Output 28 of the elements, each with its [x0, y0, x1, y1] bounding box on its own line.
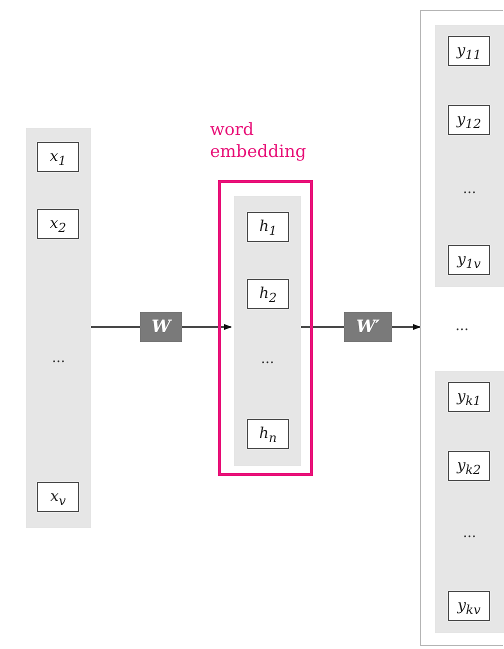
panel-background [26, 128, 91, 528]
weight-matrix-box: W′ [344, 312, 392, 342]
connector-line [91, 326, 140, 328]
vector-cell: x$_{v}$ [37, 482, 79, 512]
frame-heading: word embedding [210, 119, 308, 163]
panel-background [435, 25, 504, 287]
arrow [182, 324, 232, 330]
ellipsis: ... [462, 181, 478, 197]
vector-cell: h$_{n}$ [247, 419, 289, 449]
vector-cell: h$_{2}$ [247, 279, 289, 309]
vector-cell: x$_{1}$ [37, 142, 79, 172]
output-frame [420, 10, 503, 646]
vector-cell: y$_{1v}$ [448, 245, 490, 275]
vector-cell: y$_{kv}$ [448, 591, 490, 621]
vector-cell: y$_{k2}$ [448, 451, 490, 481]
vector-cell: x$_{2}$ [37, 209, 79, 239]
ellipsis: ... [454, 318, 470, 334]
vector-cell: h$_{1}$ [247, 212, 289, 242]
vector-cell: y$_{11}$ [448, 36, 490, 66]
panel-background [234, 196, 301, 466]
arrow [392, 324, 421, 330]
vector-cell: y$_{12}$ [448, 105, 490, 135]
ellipsis: ... [50, 350, 66, 366]
weight-matrix-box: W [140, 312, 182, 342]
panel-background [435, 371, 504, 633]
vector-cell: y$_{k1}$ [448, 382, 490, 412]
ellipsis: ... [462, 525, 478, 541]
ellipsis: ... [260, 351, 276, 367]
